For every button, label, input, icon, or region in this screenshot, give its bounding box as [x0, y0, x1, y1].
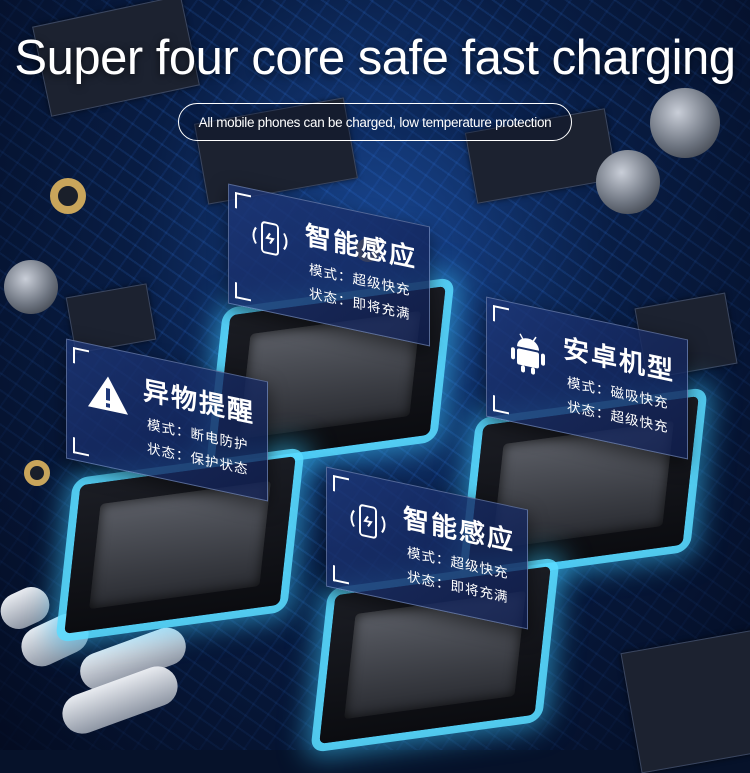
status-card-smart-sensing-top: 智能感应 模式：超级快充 状态：即将充满 [228, 183, 430, 347]
component-bottom-right [620, 628, 750, 773]
status-card-android: 安卓机型 模式：磁吸快充 状态：超级快充 [486, 296, 688, 460]
chip-surface [89, 480, 271, 610]
capacitor-left [4, 260, 58, 314]
hero-title: Super four core safe fast charging [14, 31, 736, 85]
wireless-charging-icon [243, 206, 297, 271]
wireless-charging-icon [341, 489, 395, 554]
status-card-foreign-object: 异物提醒 模式：断电防护 状态：保护状态 [66, 338, 268, 502]
capacitor-right [596, 150, 660, 214]
status-card-smart-sensing-bottom: 智能感应 模式：超级快充 状态：即将充满 [326, 466, 528, 630]
mounting-hole-left [50, 178, 86, 214]
capacitor-right-top [650, 88, 720, 158]
android-icon [501, 319, 555, 384]
warning-icon [81, 361, 135, 426]
mounting-hole-bottom-left [24, 460, 50, 486]
hero-subtitle-pill: All mobile phones can be charged, low te… [178, 103, 572, 141]
